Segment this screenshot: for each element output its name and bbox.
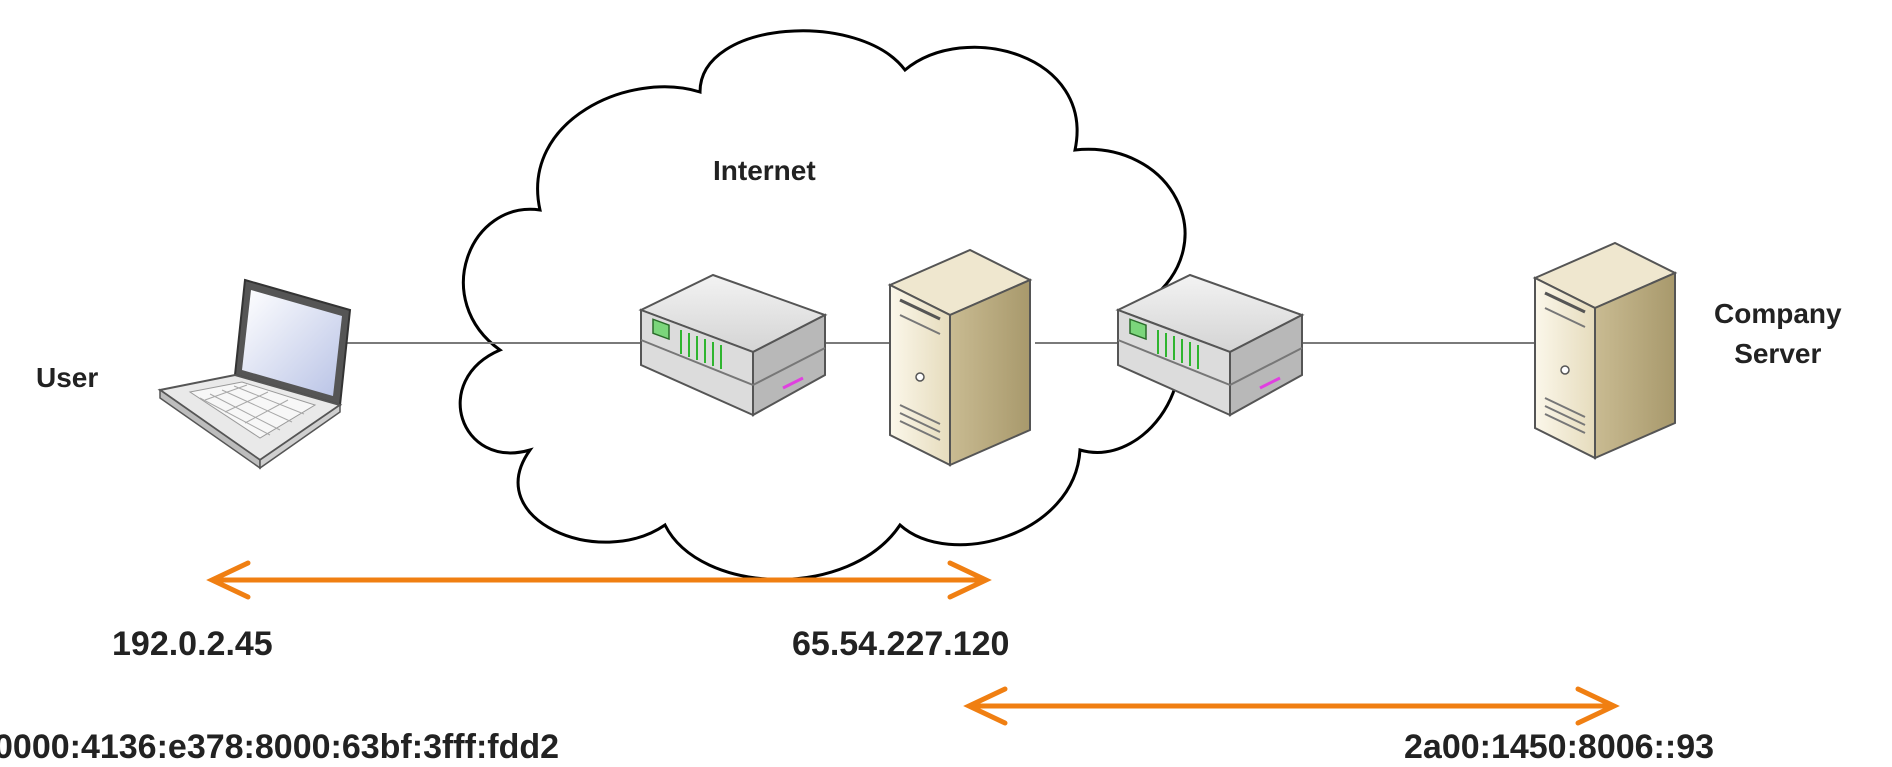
connection-arrow-user-proxy: [206, 560, 992, 600]
router-icon: [638, 273, 828, 417]
internet-cloud: [458, 29, 1187, 581]
router-icon: [1115, 273, 1305, 417]
server-icon: [887, 248, 1033, 467]
user-ipv4-address: 192.0.2.45: [112, 625, 273, 663]
user-label: User: [36, 362, 99, 393]
connection-arrow-proxy-server: [963, 686, 1620, 726]
server-ipv6-address: 2a00:1450:8006::93: [1404, 728, 1715, 766]
company-server-label-line1: Company: [1714, 298, 1842, 329]
server-icon: [1532, 241, 1678, 460]
internet-label: Internet: [713, 155, 816, 186]
proxy-ipv4-address: 65.54.227.120: [792, 625, 1010, 663]
user-ipv6-address: 0000:4136:e378:8000:63bf:3fff:fdd2: [0, 728, 560, 766]
company-server-label: Company Server: [1714, 294, 1842, 374]
laptop-icon: [157, 278, 352, 470]
company-server-label-line2: Server: [1734, 338, 1822, 369]
